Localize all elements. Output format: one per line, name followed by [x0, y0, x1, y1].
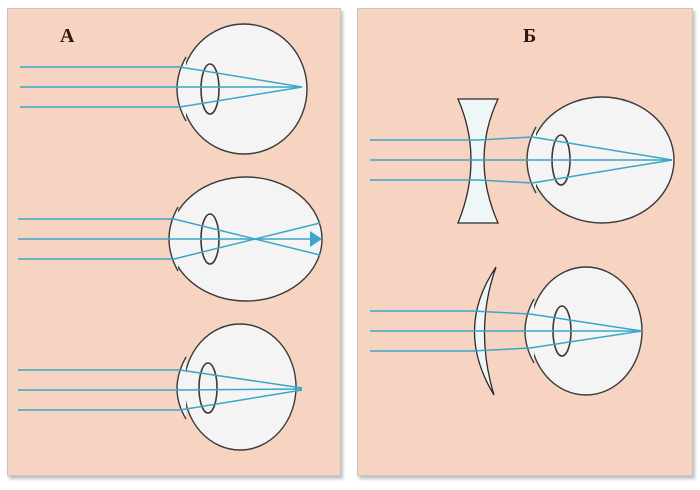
eye-myopic	[18, 177, 322, 301]
hyperopia-correction	[370, 267, 642, 395]
eye-normal	[20, 24, 307, 154]
myopia-correction	[370, 97, 674, 223]
panel-a-drawing	[8, 9, 340, 475]
panel-b: Б	[357, 8, 693, 476]
panel-a: А	[7, 8, 341, 476]
panel-b-drawing	[358, 9, 692, 475]
concave-lens	[458, 99, 498, 223]
eye-hyperopic	[18, 324, 302, 450]
ray	[180, 389, 302, 390]
